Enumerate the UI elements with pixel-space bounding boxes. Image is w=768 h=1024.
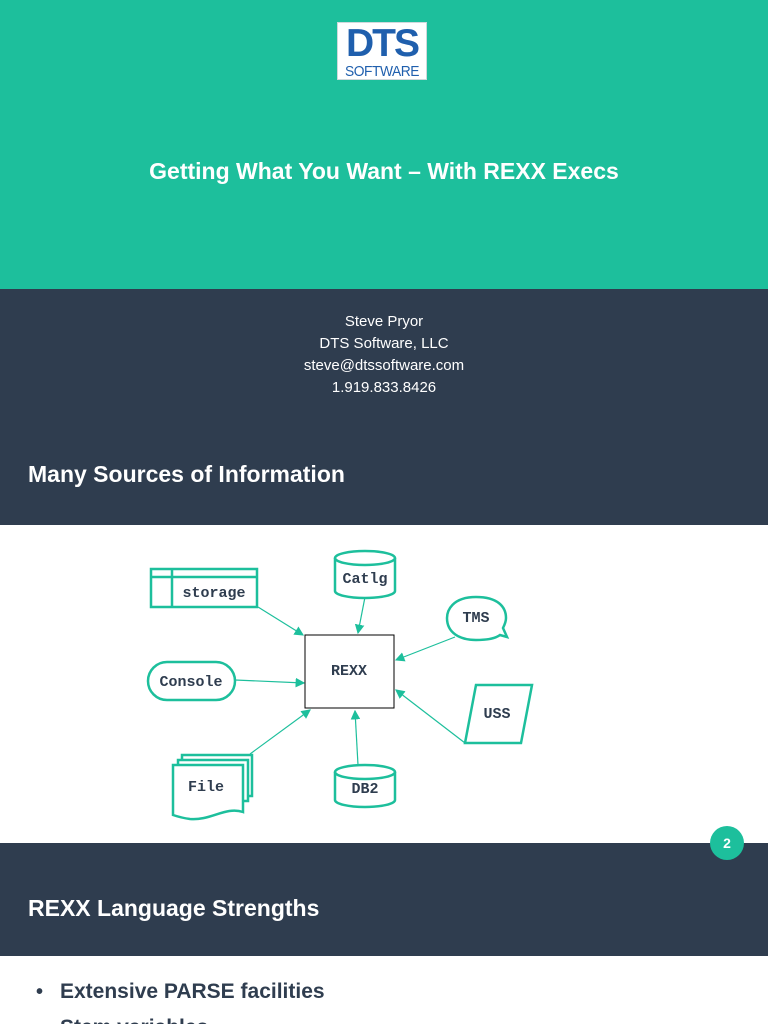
bullet-text: Stem variables [60,1016,208,1024]
author-email: steve@dtssoftware.com [303,357,465,374]
rexx-label: REXX [331,663,367,680]
arrow-db2 [350,709,361,766]
slide2-heading: Many Sources of Information [28,461,345,487]
author-block: Steve Pryor DTS Software, LLC steve@dtss… [0,311,768,399]
slide3-header-band: REXX Language Strengths [0,843,768,956]
arrow-tms [394,636,456,662]
dts-software-logo: DTS SOFTWARE [337,22,427,80]
console-label: Console [159,674,222,691]
console-node [146,660,237,702]
uss-label: USS [483,706,510,723]
sources-diagram: REXX storage Catlg TMS Console USS [0,525,768,843]
rexx-node: REXX [304,634,395,709]
bullet-dot-icon: • [36,981,44,1003]
strengths-list: •Extensive PARSE facilities •Stem variab… [0,956,768,1024]
author-company: DTS Software, LLC [319,335,449,352]
diagram-arrows [234,596,466,766]
storage-node [149,567,259,609]
author-name: Steve Pryor [344,313,424,330]
diagram-svg: REXX storage Catlg TMS Console USS [146,549,534,821]
storage-label: storage [182,585,245,602]
tms-label: TMS [462,610,489,627]
db2-node [333,763,397,809]
catlg-node [333,549,397,600]
author-phone: 1.919.833.8426 [331,379,437,396]
file-node [171,753,254,821]
bullet-item: •Stem variables [36,1016,208,1024]
page-number-badge: 2 [710,826,744,860]
uss-node [463,683,534,745]
logo-sub-text: SOFTWARE [344,63,420,80]
bullet-dot-icon: • [36,1017,60,1024]
catlg-label: Catlg [342,571,387,588]
arrow-file [249,709,311,755]
tms-node [445,595,510,642]
file-label: File [188,779,224,796]
bullet-text: Extensive PARSE facilities [60,980,325,1003]
arrow-catlg [354,596,366,635]
arrow-console [234,677,306,688]
arrow-uss [395,689,466,744]
presentation-title: Getting What You Want – With REXX Execs [149,158,619,184]
db2-label: DB2 [351,781,378,798]
slide3-heading: REXX Language Strengths [28,895,320,921]
logo-main-text: DTS [346,22,420,65]
bullet-item: • Extensive PARSE facilities [36,980,325,1004]
author-info-band: Steve Pryor DTS Software, LLC steve@dtss… [0,289,768,525]
arrow-storage [257,606,305,636]
title-slide-band: DTS SOFTWARE Getting What You Want – Wit… [0,0,768,289]
